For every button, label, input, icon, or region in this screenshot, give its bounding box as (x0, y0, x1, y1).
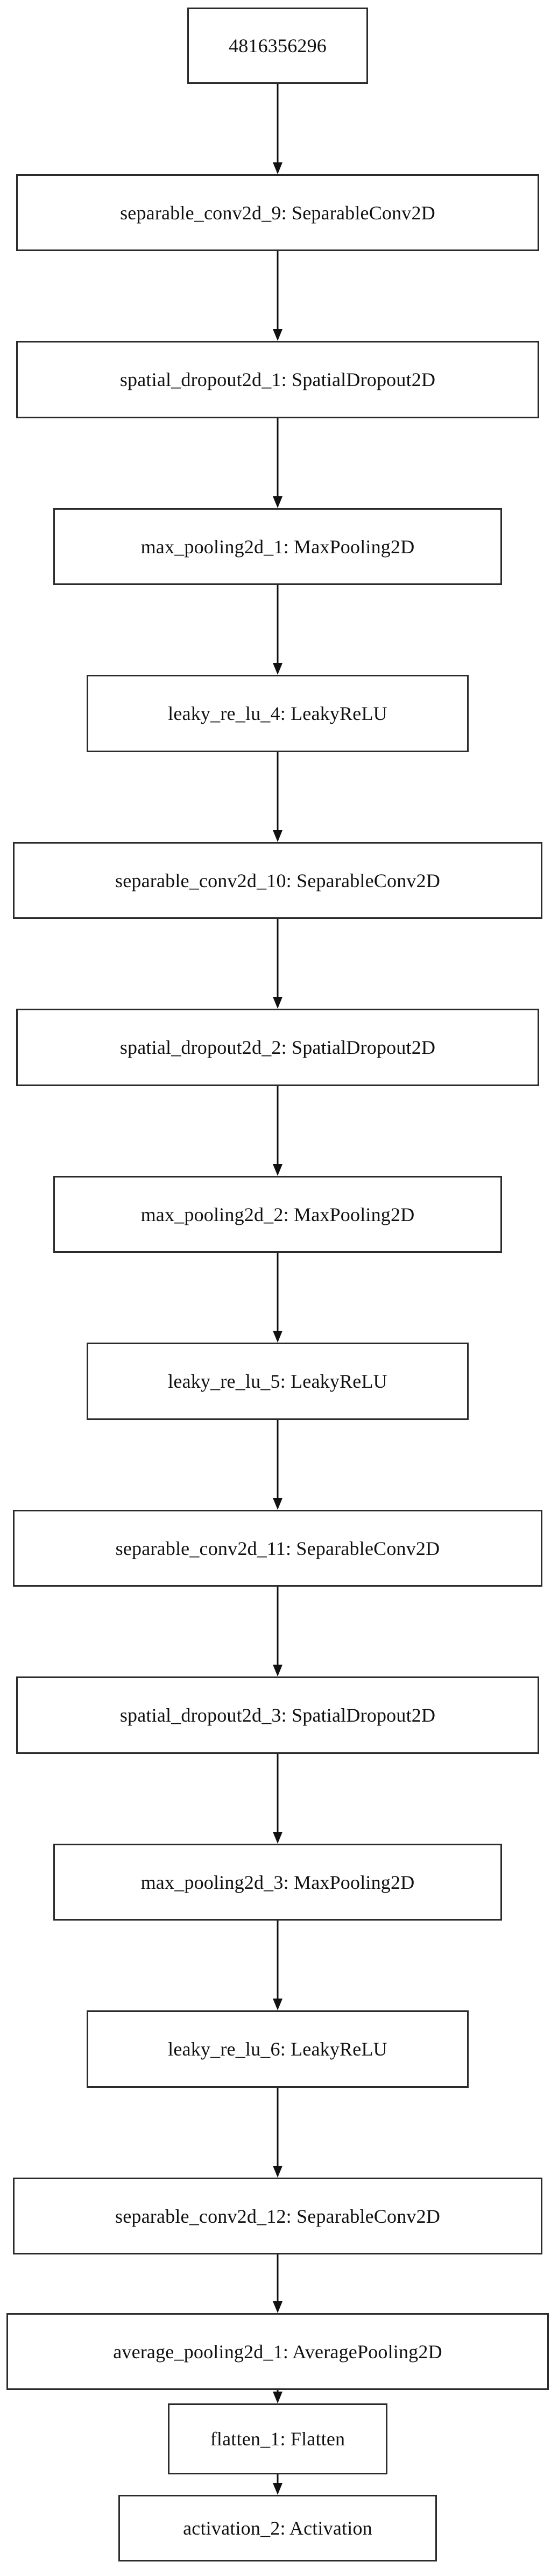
node-label: leaky_re_lu_6: LeakyReLU (168, 2038, 387, 2060)
arrowhead-n5-n6 (273, 997, 282, 1009)
node-label: separable_conv2d_11: SeparableConv2D (115, 1537, 440, 1559)
arrowhead-n10-n11 (273, 1832, 282, 1844)
arrowhead-n4-n5 (273, 830, 282, 842)
layer-node-spatial-dropout2d-3: spatial_dropout2d_3: SpatialDropout2D (16, 1676, 539, 1754)
node-label: spatial_dropout2d_2: SpatialDropout2D (119, 1037, 436, 1058)
arrowhead-n12-n13 (273, 2166, 282, 2178)
layer-node-average-pooling2d-1: average_pooling2d_1: AveragePooling2D (6, 2313, 549, 2390)
node-label: separable_conv2d_10: SeparableConv2D (115, 869, 441, 891)
layer-node-separable-conv2d-10: separable_conv2d_10: SeparableConv2D (13, 842, 542, 919)
layer-node-leaky-re-lu-5: leaky_re_lu_5: LeakyReLU (87, 1343, 469, 1420)
layer-node-separable-conv2d-12: separable_conv2d_12: SeparableConv2D (13, 2178, 542, 2254)
node-label: leaky_re_lu_5: LeakyReLU (168, 1371, 387, 1392)
node-label: average_pooling2d_1: AveragePooling2D (113, 2340, 442, 2363)
node-label: max_pooling2d_2: MaxPooling2D (140, 1203, 415, 1225)
arrowhead-n7-n8 (273, 1331, 282, 1343)
layer-node-activation-2: activation_2: Activation (118, 2495, 437, 2561)
layer-node-spatial-dropout2d-1: spatial_dropout2d_1: SpatialDropout2D (16, 341, 539, 418)
arrowhead-n0-n1 (273, 162, 282, 174)
layer-node-max-pooling2d-1: max_pooling2d_1: MaxPooling2D (53, 508, 502, 585)
node-label: separable_conv2d_12: SeparableConv2D (115, 2205, 441, 2227)
arrowhead-n11-n12 (273, 1999, 282, 2010)
layer-node-separable-conv2d-11: separable_conv2d_11: SeparableConv2D (13, 1510, 542, 1587)
node-label: activation_2: Activation (183, 2517, 372, 2539)
node-label: max_pooling2d_1: MaxPooling2D (140, 536, 415, 558)
arrowhead-n8-n9 (273, 1498, 282, 1510)
arrowhead-n15-n16 (273, 2483, 282, 2495)
arrowhead-n13-n14 (273, 2301, 282, 2313)
node-label: spatial_dropout2d_1: SpatialDropout2D (119, 369, 436, 390)
arrowhead-n9-n10 (273, 1665, 282, 1676)
layer-node-spatial-dropout2d-2: spatial_dropout2d_2: SpatialDropout2D (16, 1009, 539, 1086)
layer-node-separable-conv2d-9: separable_conv2d_9: SeparableConv2D (16, 174, 539, 251)
model-input-node: 4816356296 (187, 8, 368, 84)
arrowhead-n1-n2 (273, 329, 282, 341)
node-label: spatial_dropout2d_3: SpatialDropout2D (119, 1704, 436, 1726)
arrowhead-n3-n4 (273, 663, 282, 675)
arrowhead-n2-n3 (273, 496, 282, 508)
layer-node-leaky-re-lu-4: leaky_re_lu_4: LeakyReLU (87, 675, 469, 752)
node-label: leaky_re_lu_4: LeakyReLU (168, 703, 387, 724)
node-label: max_pooling2d_3: MaxPooling2D (140, 1871, 415, 1893)
layer-node-flatten-1: flatten_1: Flatten (168, 2403, 387, 2474)
node-label: flatten_1: Flatten (210, 2428, 345, 2450)
arrowhead-n14-n15 (273, 2392, 282, 2403)
layer-node-max-pooling2d-3: max_pooling2d_3: MaxPooling2D (53, 1844, 502, 1921)
layer-node-leaky-re-lu-6: leaky_re_lu_6: LeakyReLU (87, 2010, 469, 2088)
layer-node-max-pooling2d-2: max_pooling2d_2: MaxPooling2D (53, 1176, 502, 1253)
node-label: separable_conv2d_9: SeparableConv2D (120, 202, 435, 224)
arrowhead-n6-n7 (273, 1164, 282, 1176)
node-label: 4816356296 (229, 35, 327, 56)
